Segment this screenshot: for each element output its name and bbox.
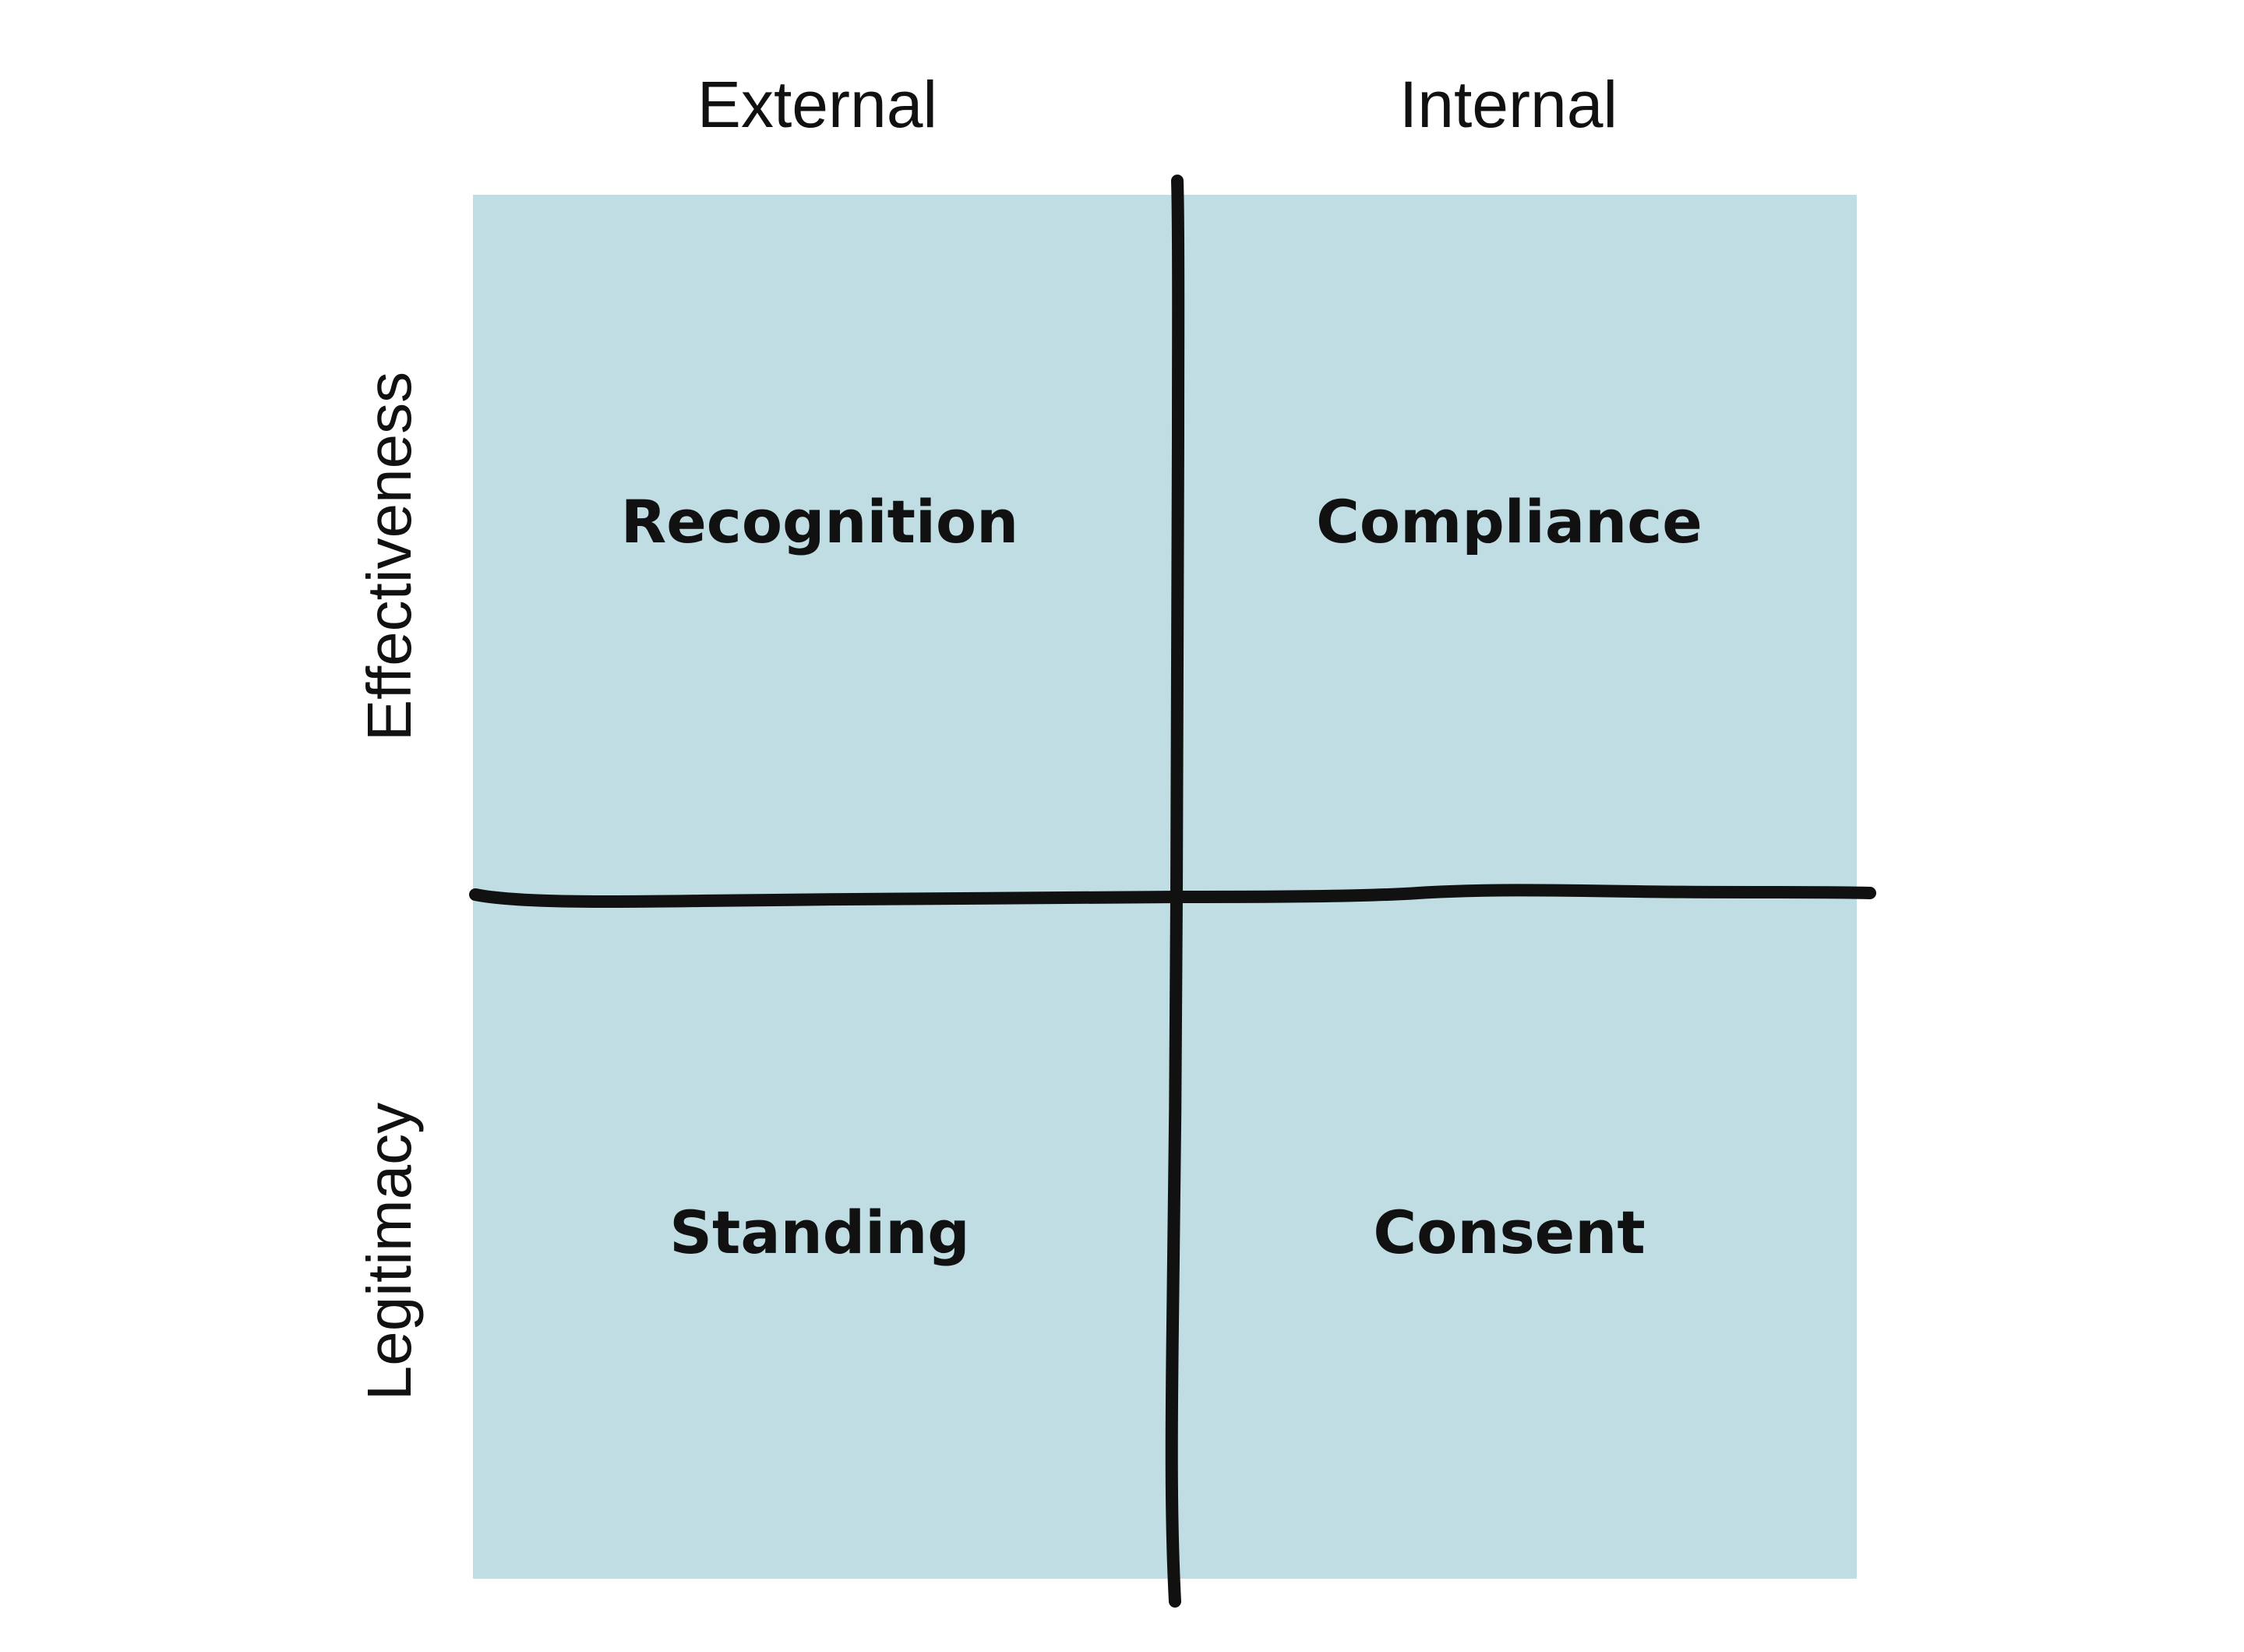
quadrant-label-compliance: Compliance: [1316, 487, 1702, 556]
column-header-external: External: [697, 68, 938, 141]
quadrant-label-recognition: Recognition: [620, 487, 1019, 556]
column-header-internal: Internal: [1399, 68, 1618, 141]
quadrant-background: [473, 195, 1857, 1579]
quadrant-label-consent: Consent: [1373, 1198, 1646, 1267]
row-header-effectiveness: Effectiveness: [355, 371, 424, 742]
quadrant-label-standing: Standing: [669, 1198, 970, 1267]
row-header-legitimacy: Legitimacy: [355, 1102, 424, 1401]
